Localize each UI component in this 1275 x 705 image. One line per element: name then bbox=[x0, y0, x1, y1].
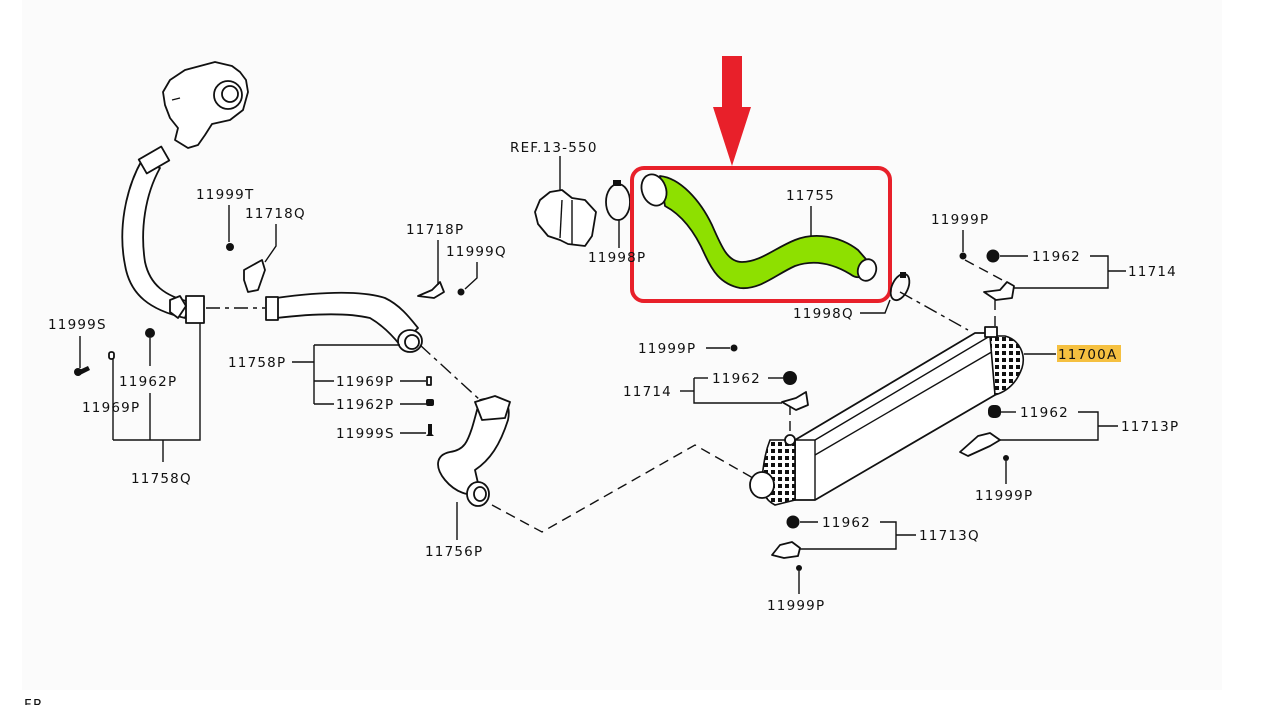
cushion-11962-bottom-icon bbox=[786, 515, 800, 529]
grommet-11969P-icon bbox=[108, 351, 115, 360]
label-11998Q[interactable]: 11998Q bbox=[793, 306, 854, 322]
label-11714-mid[interactable]: 11714 bbox=[623, 384, 672, 400]
corner-label-fr: FR bbox=[24, 697, 44, 705]
turbocharger-icon bbox=[162, 61, 249, 149]
bracket-11713Q-icon bbox=[771, 541, 801, 559]
cushion-11962P-mid-icon bbox=[426, 399, 434, 406]
bracket-11718Q-icon bbox=[243, 259, 266, 293]
label-11962P-mid[interactable]: 11962P bbox=[336, 397, 394, 413]
label-11999S-mid[interactable]: 11999S bbox=[336, 426, 395, 442]
down-arrow-icon bbox=[713, 56, 751, 166]
cushion-11962-top-icon bbox=[986, 249, 1000, 263]
throttle-body-icon bbox=[534, 189, 597, 247]
bracket-11718P-icon bbox=[417, 281, 445, 299]
label-11969P-left[interactable]: 11969P bbox=[82, 400, 140, 416]
label-ref-13-550[interactable]: REF.13-550 bbox=[510, 140, 598, 156]
label-11700A[interactable]: 11700A bbox=[1058, 347, 1117, 363]
intercooler-inlet-pipe bbox=[121, 145, 205, 324]
bracket-11714-top-icon bbox=[983, 281, 1015, 301]
bracket-11714-mid-icon bbox=[781, 391, 809, 411]
grommet-11969P-mid-icon bbox=[426, 376, 432, 386]
label-11713Q[interactable]: 11713Q bbox=[919, 528, 980, 544]
label-11718Q[interactable]: 11718Q bbox=[245, 206, 306, 222]
cushion-11962-right-icon bbox=[988, 405, 1001, 418]
bolt-11999T-icon bbox=[226, 243, 234, 251]
intercooler-outlet-hose bbox=[437, 395, 511, 507]
highlight-box bbox=[630, 166, 892, 303]
label-11999Q[interactable]: 11999Q bbox=[446, 244, 507, 260]
label-11999P-right[interactable]: 11999P bbox=[975, 488, 1033, 504]
label-11718P[interactable]: 11718P bbox=[406, 222, 464, 238]
bolt-11999P-top-icon bbox=[959, 252, 967, 260]
bolt-11999P-mid-icon bbox=[730, 344, 738, 352]
label-11999P-top[interactable]: 11999P bbox=[931, 212, 989, 228]
label-11998P[interactable]: 11998P bbox=[588, 250, 646, 266]
label-11755[interactable]: 11755 bbox=[786, 188, 835, 204]
label-11756P[interactable]: 11756P bbox=[425, 544, 483, 560]
label-11999P-bottom[interactable]: 11999P bbox=[767, 598, 825, 614]
label-11999T[interactable]: 11999T bbox=[196, 187, 254, 203]
label-11962-bottom[interactable]: 11962 bbox=[822, 515, 871, 531]
label-11713P[interactable]: 11713P bbox=[1121, 419, 1179, 435]
label-11999S-left[interactable]: 11999S bbox=[48, 317, 107, 333]
intercooler-icon bbox=[749, 326, 1024, 506]
label-11962-mid[interactable]: 11962 bbox=[712, 371, 761, 387]
leader-lines bbox=[79, 156, 1126, 594]
cushion-11962-mid-icon bbox=[783, 371, 797, 385]
intercooler-mid-pipe bbox=[265, 291, 423, 353]
label-11999P-mid[interactable]: 11999P bbox=[638, 341, 696, 357]
label-11962P-left[interactable]: 11962P bbox=[119, 374, 177, 390]
bolt-11999S-mid-icon bbox=[426, 424, 434, 436]
label-11962-right[interactable]: 11962 bbox=[1020, 405, 1069, 421]
label-11758P[interactable]: 11758P bbox=[228, 355, 286, 371]
label-11969P-mid[interactable]: 11969P bbox=[336, 374, 394, 390]
highlighted-hose-11755 bbox=[640, 173, 878, 289]
label-11714-top[interactable]: 11714 bbox=[1128, 264, 1177, 280]
label-11758Q[interactable]: 11758Q bbox=[131, 471, 192, 487]
cushion-11962P-icon bbox=[145, 328, 155, 338]
hose-clamp-11998Q bbox=[889, 272, 911, 302]
hose-clamp-11998P bbox=[605, 180, 631, 221]
bracket-11713P-icon bbox=[959, 432, 1001, 457]
label-11962-top[interactable]: 11962 bbox=[1032, 249, 1081, 265]
label-highlight bbox=[1057, 345, 1121, 362]
bolt-11999Q-icon bbox=[457, 288, 465, 296]
